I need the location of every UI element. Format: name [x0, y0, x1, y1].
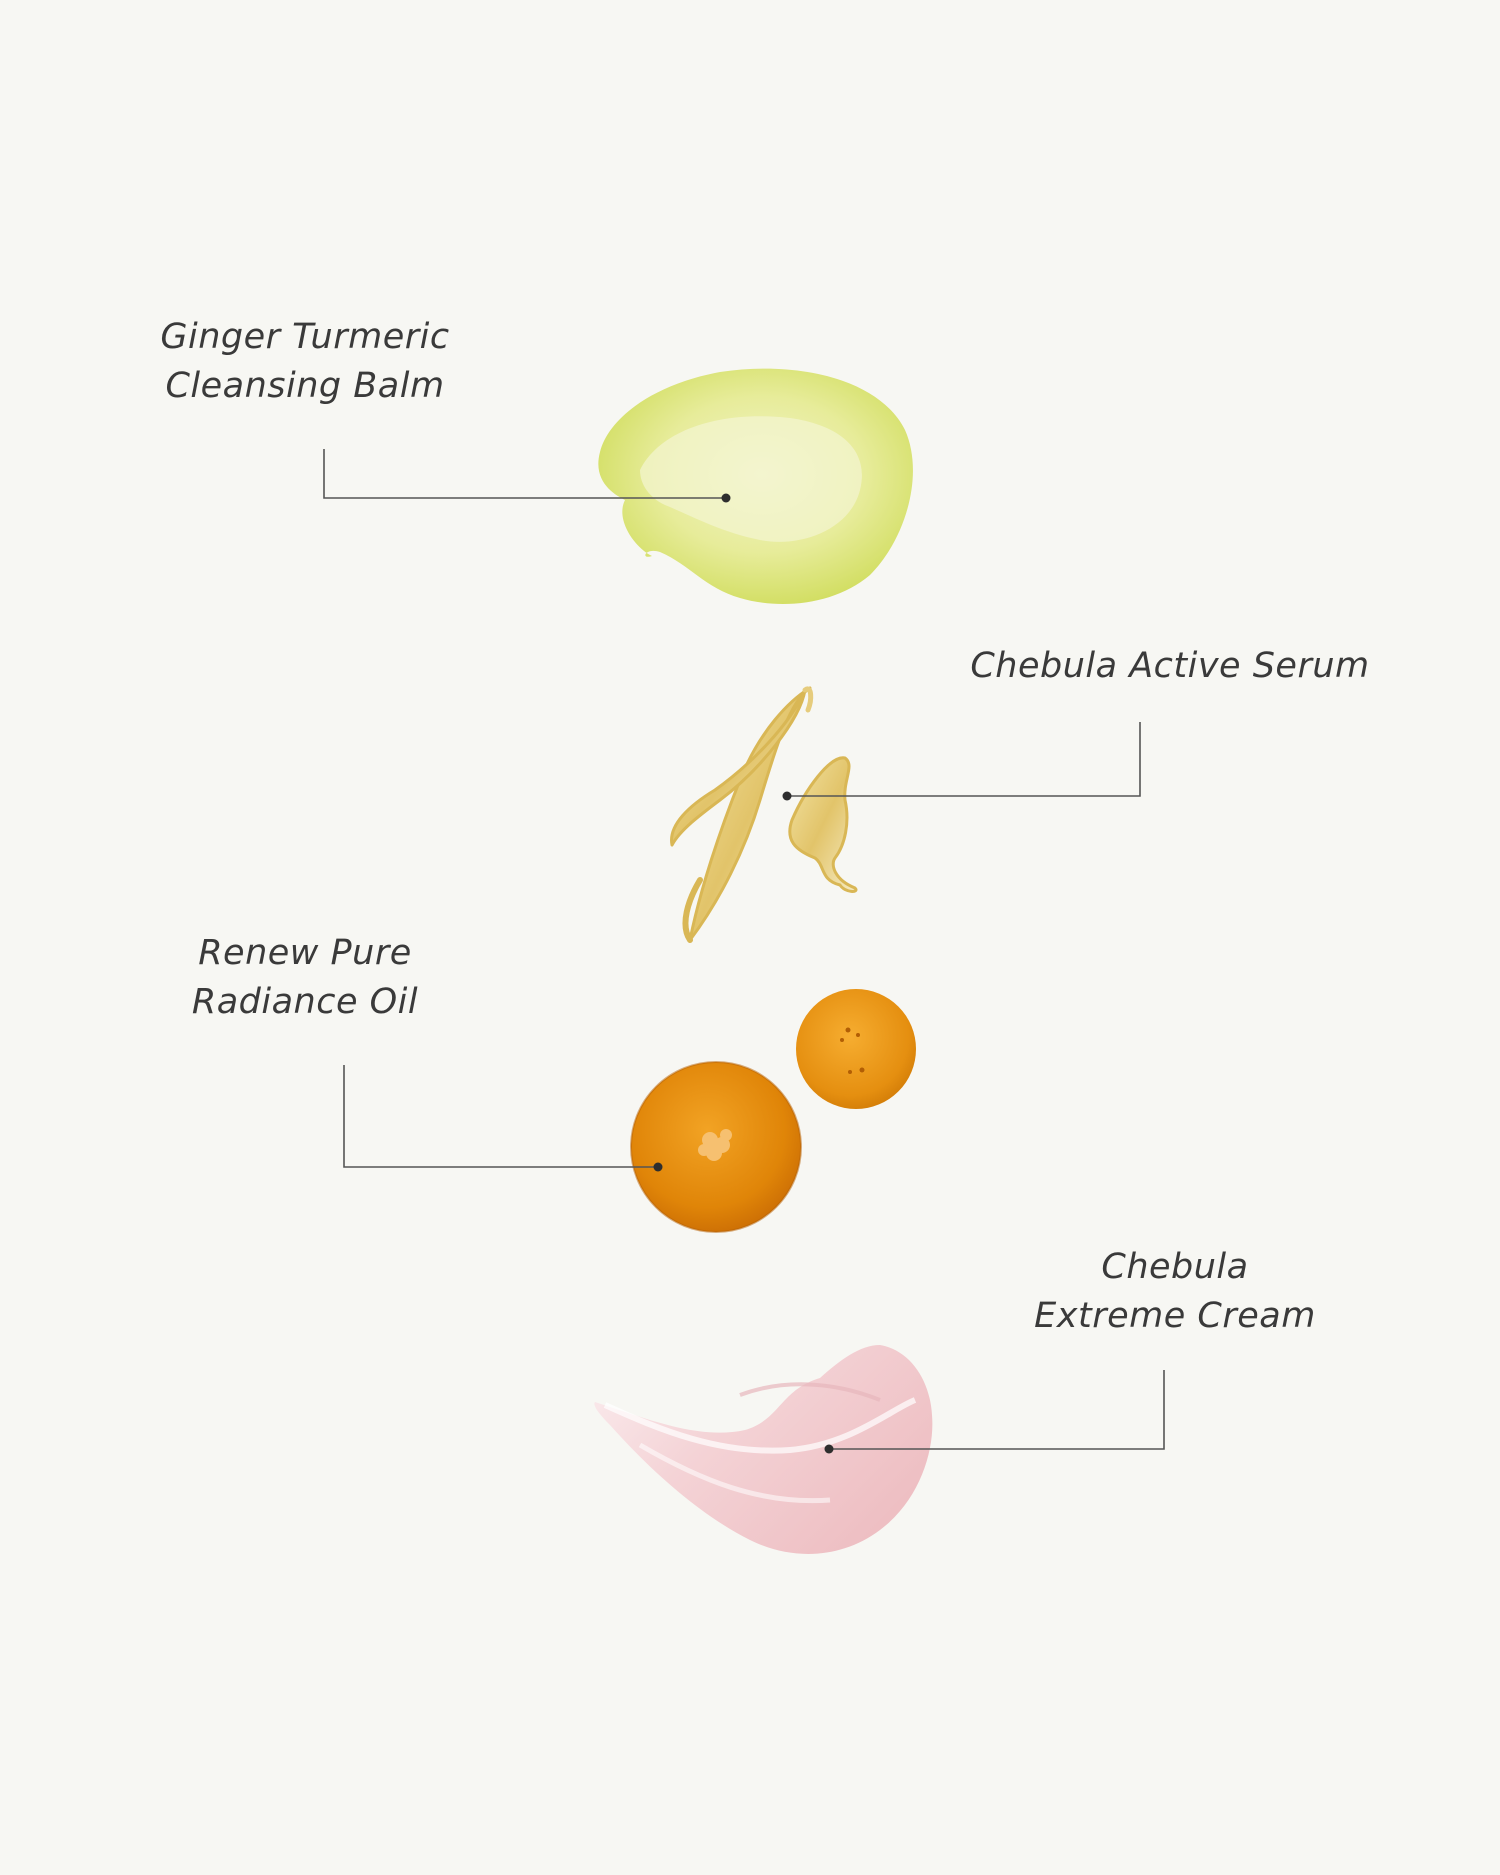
balm-label-line-2: Cleansing Balm	[165, 366, 445, 406]
serum-swatch	[670, 686, 858, 943]
balm-leader-dot	[721, 493, 731, 503]
cream-label: Chebula Extreme Cream	[1020, 1243, 1330, 1341]
serum-label: Chebula Active Serum	[960, 642, 1380, 691]
cream-swatch	[594, 1345, 933, 1554]
oil-swatch	[630, 989, 916, 1233]
serum-label-line-1: Chebula Active Serum	[970, 646, 1370, 686]
oil-leader-dot	[653, 1162, 663, 1172]
leader-dots	[653, 493, 834, 1454]
balm-label-line-1: Ginger Turmeric	[160, 317, 450, 357]
serum-leader-line	[787, 722, 1141, 797]
serum-leader-dot	[782, 791, 792, 801]
oil-leader-line	[343, 1065, 658, 1168]
cream-label-line-2: Extreme Cream	[1034, 1296, 1316, 1336]
oil-label-line-2: Radiance Oil	[191, 982, 419, 1022]
cream-label-line-1: Chebula	[1101, 1247, 1249, 1287]
balm-leader-line	[323, 449, 726, 499]
balm-label: Ginger Turmeric Cleansing Balm	[155, 313, 455, 411]
balm-swatch	[598, 368, 913, 605]
oil-label-line-1: Renew Pure	[198, 933, 412, 973]
cream-leader-dot	[824, 1444, 834, 1454]
cream-leader-line	[829, 1370, 1165, 1450]
leader-lines	[323, 449, 1165, 1450]
oil-label: Renew Pure Radiance Oil	[160, 929, 450, 1027]
